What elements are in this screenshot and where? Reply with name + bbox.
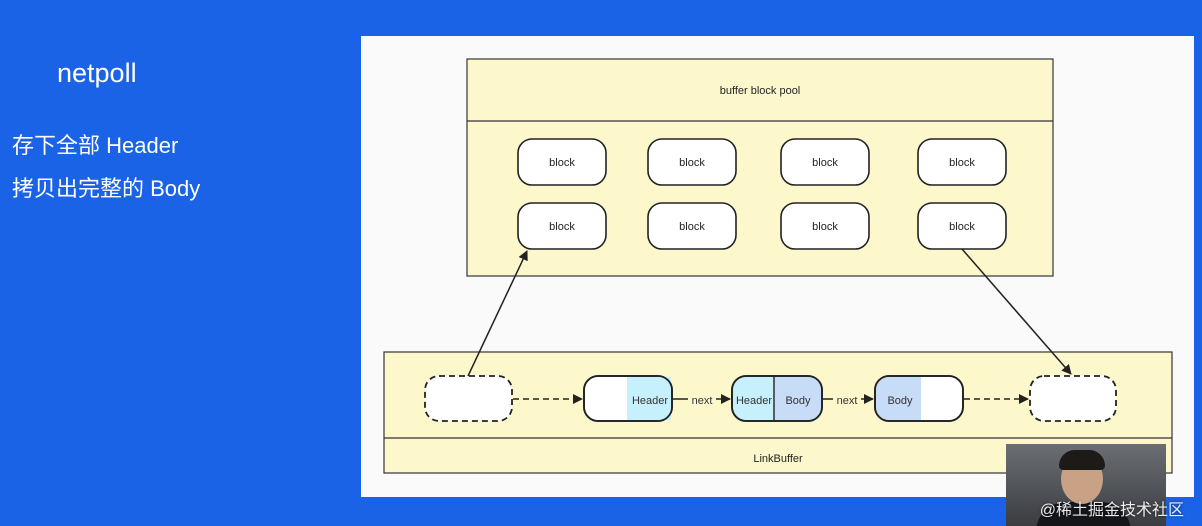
block: block (917, 202, 1007, 250)
svg-text:Body: Body (785, 395, 811, 407)
svg-text:Header: Header (736, 395, 772, 407)
block: block (780, 138, 870, 186)
svg-text:next: next (692, 395, 713, 407)
svg-text:block: block (949, 221, 975, 233)
svg-text:Header: Header (632, 395, 668, 407)
block: block (917, 138, 1007, 186)
arrow-from-block (961, 248, 1072, 375)
svg-text:block: block (549, 157, 575, 169)
block: block (647, 138, 737, 186)
block: block (780, 202, 870, 250)
slide-line-body: 拷贝出完整的 Body (12, 176, 201, 201)
watermark: @稀土掘金技术社区 (1039, 502, 1184, 519)
block: block (517, 138, 607, 186)
node-header-body: Header Body (731, 375, 823, 422)
svg-text:block: block (549, 221, 575, 233)
arrow-to-block (467, 250, 528, 377)
next-arrow: next (673, 392, 731, 407)
slide-line-header: 存下全部 Header (12, 133, 179, 158)
empty-node-right (1029, 375, 1117, 422)
empty-node-left (424, 375, 513, 422)
pool-label: buffer block pool (720, 85, 801, 97)
next-arrow: next (823, 392, 874, 407)
svg-text:next: next (837, 395, 858, 407)
svg-text:block: block (949, 157, 975, 169)
node-header: Header (583, 375, 673, 422)
linkbuffer-label: LinkBuffer (753, 453, 803, 465)
block: block (517, 202, 607, 250)
presenter-shirt (1036, 502, 1131, 526)
svg-text:Body: Body (887, 395, 913, 407)
slide-title: netpoll (57, 58, 137, 88)
block: block (647, 202, 737, 250)
svg-text:block: block (679, 157, 705, 169)
webcam-overlay (1006, 444, 1166, 526)
svg-text:block: block (679, 221, 705, 233)
presenter-hair (1059, 450, 1105, 470)
svg-text:block: block (812, 157, 838, 169)
node-body: Body (874, 375, 964, 422)
svg-text:block: block (812, 221, 838, 233)
